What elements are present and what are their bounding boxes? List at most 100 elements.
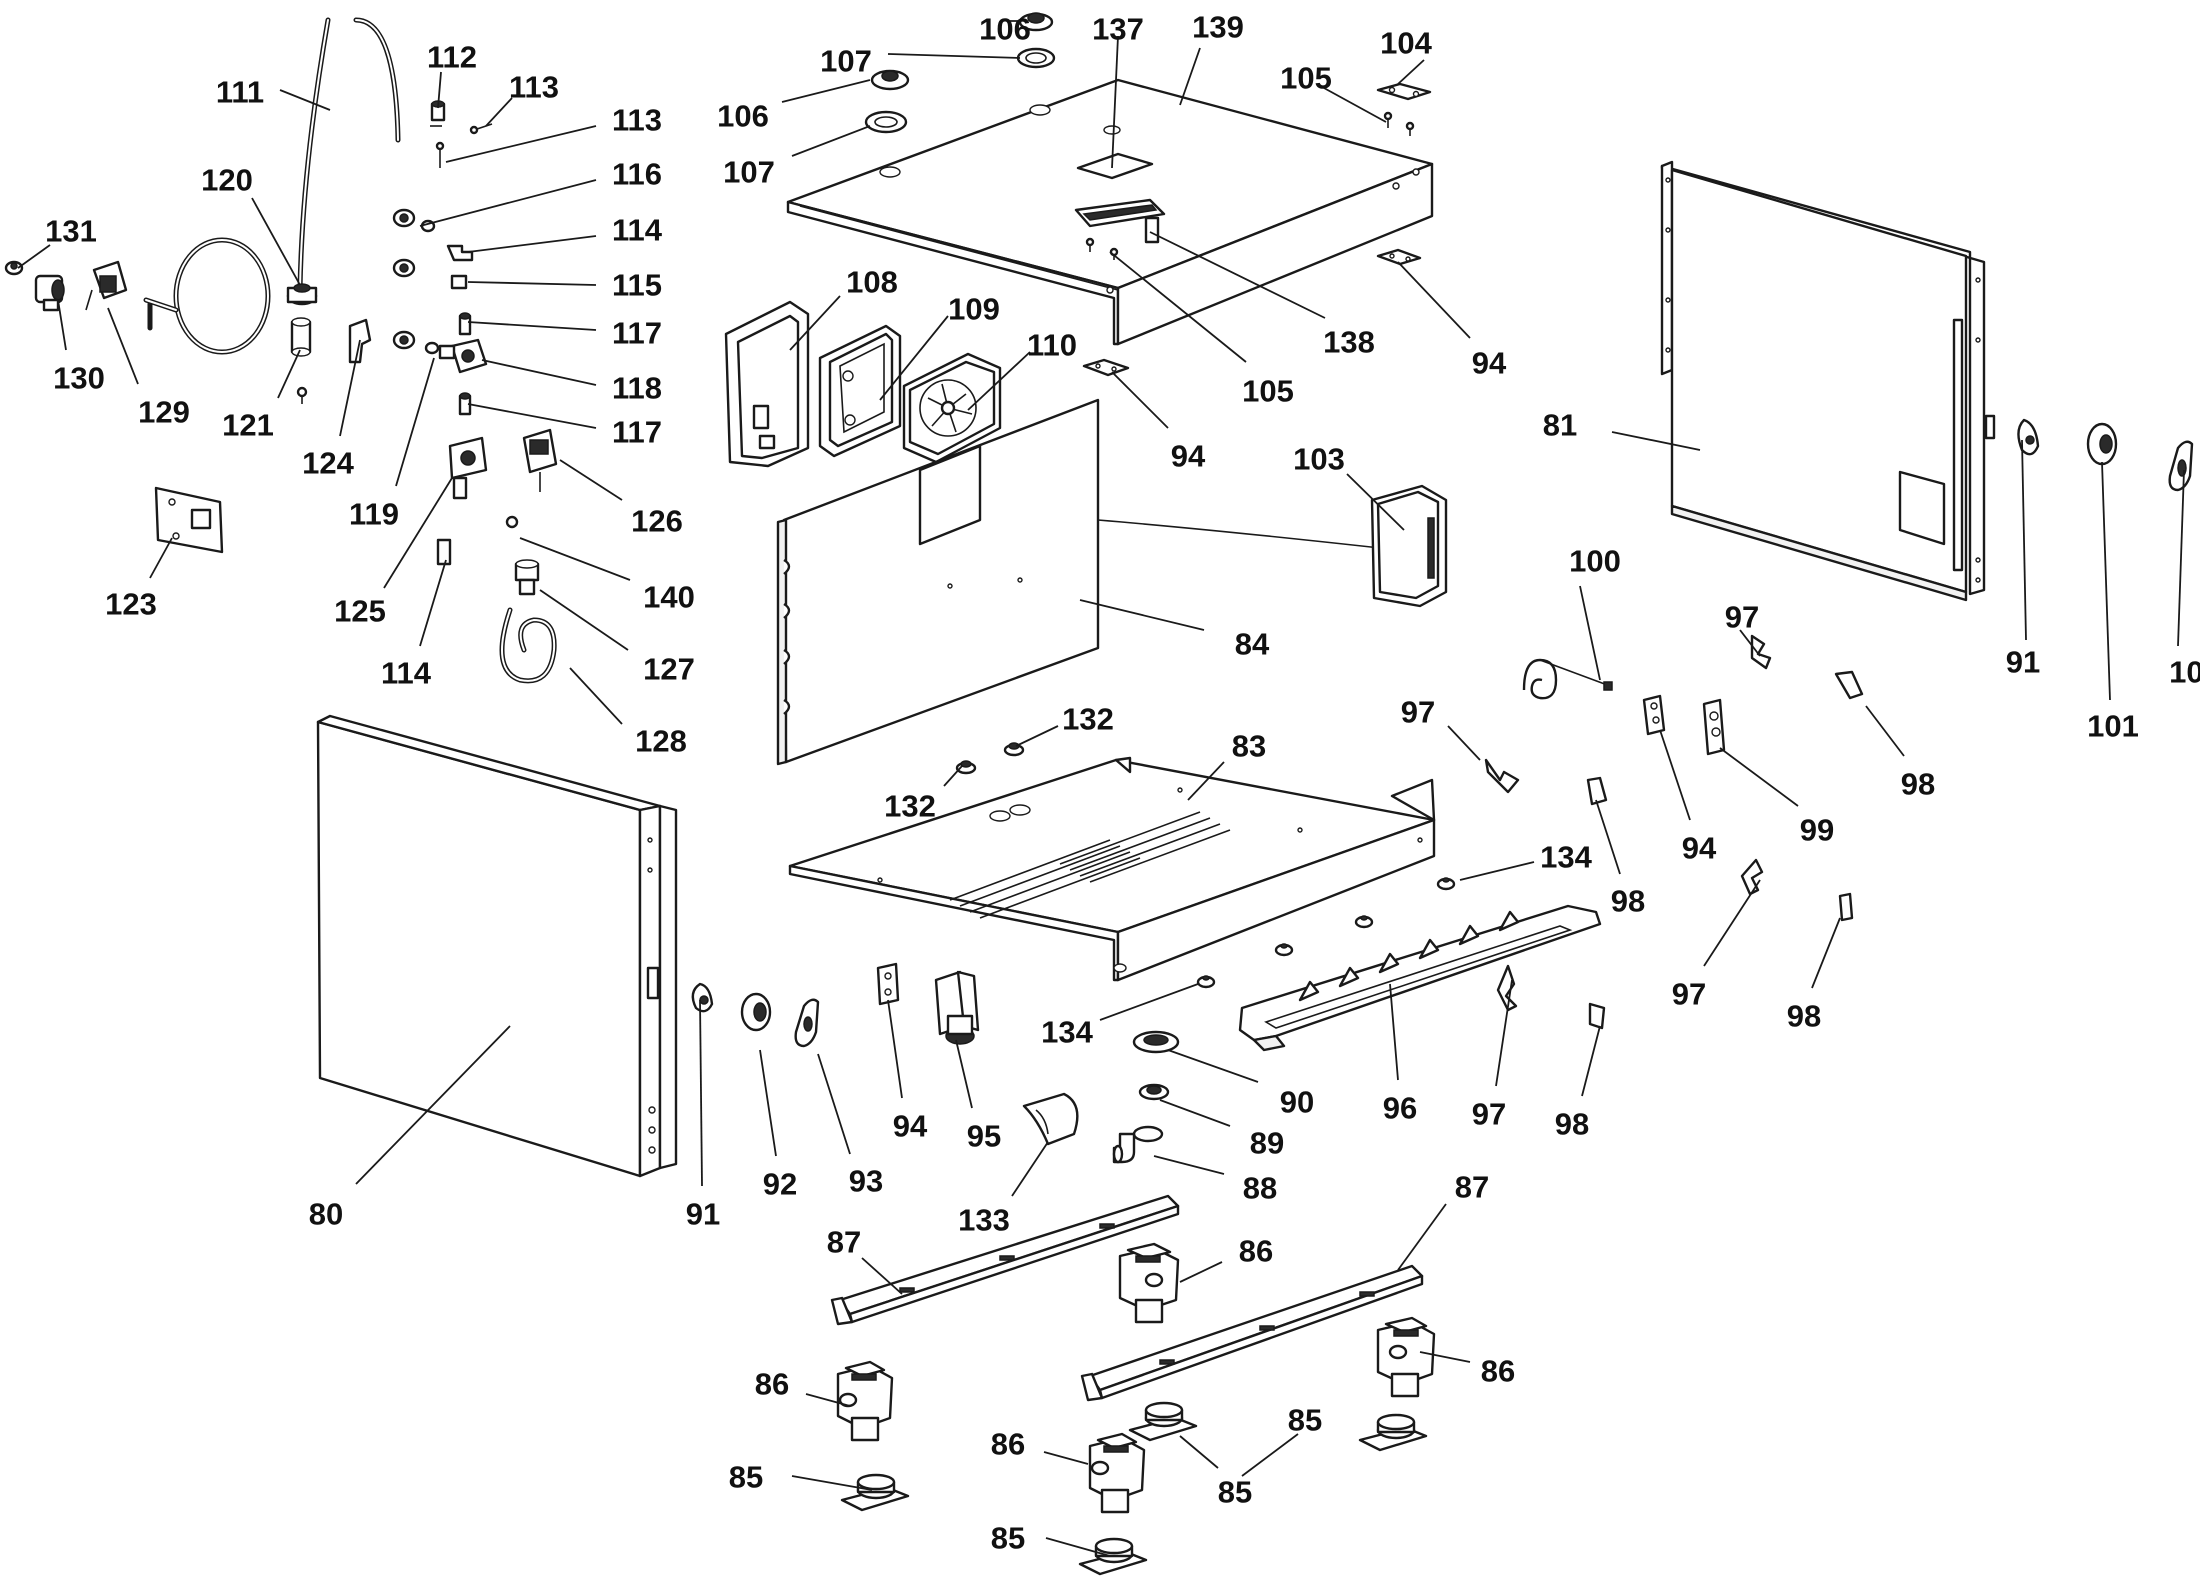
callout-138: 138 (1323, 325, 1375, 360)
callout-83: 83 (1232, 729, 1266, 764)
leader-line-94c (1659, 729, 1691, 821)
valve-118 (438, 338, 488, 374)
leg-86-c (1376, 1316, 1436, 1398)
leader-line-128 (569, 667, 623, 725)
leader-line-108 (789, 295, 841, 351)
leader-line-120 (251, 197, 301, 286)
elbow-114b (436, 538, 452, 566)
callout-99: 99 (1800, 813, 1834, 848)
leader-line-87a (861, 1257, 903, 1295)
leader-line-106b (781, 79, 871, 103)
shroud-108 (724, 300, 810, 468)
leader-line-98a (1865, 705, 1905, 757)
callout-86a: 86 (1239, 1234, 1273, 1269)
bracket-99 (1702, 698, 1726, 756)
leader-line-132a (1015, 725, 1059, 747)
plate-94-lower (876, 962, 900, 1006)
callout-85c: 85 (729, 1460, 763, 1495)
hinge-clip-91-right (2017, 418, 2040, 456)
callout-110: 110 (1027, 328, 1077, 363)
callout-134a: 134 (1540, 840, 1592, 875)
wire-103 (1097, 519, 1399, 551)
callout-94d: 94 (893, 1109, 928, 1144)
leader-line-109 (879, 315, 949, 401)
leader-line-87b (1397, 1203, 1447, 1271)
leader-line-103 (1346, 473, 1405, 531)
leader-line-86b (805, 1393, 851, 1407)
leader-line-114a (467, 235, 597, 253)
leader-line-97a (1739, 629, 1761, 657)
callout-123: 123 (105, 587, 157, 622)
gasket-102-right (2168, 440, 2194, 492)
drain-elbow-88 (1112, 1125, 1164, 1164)
callout-134b: 134 (1041, 1015, 1093, 1050)
rail-87-left (830, 1194, 1180, 1326)
callout-137: 137 (1092, 12, 1144, 47)
callout-86c: 86 (1481, 1354, 1515, 1389)
leader-line-105a (1323, 87, 1387, 123)
leader-line-94d (887, 999, 903, 1099)
leader-line-139 (1179, 47, 1201, 106)
callout-112: 112 (427, 40, 477, 75)
leader-line-131 (17, 244, 51, 269)
coiled-hose-120 (143, 237, 271, 355)
callout-100: 100 (1569, 544, 1621, 579)
leader-line-102 (2177, 469, 2185, 647)
leader-line-85d (1045, 1537, 1111, 1557)
callout-106a: 106 (979, 12, 1031, 47)
elbow-114a (446, 244, 474, 262)
leader-line-112 (437, 71, 442, 109)
leader-line-138 (1149, 231, 1326, 319)
leader-line-97c (1703, 879, 1761, 967)
leader-line-105b (1109, 251, 1247, 363)
valve-129 (85, 260, 128, 311)
callout-94c: 94 (1682, 831, 1717, 866)
callout-117b: 117 (612, 415, 662, 450)
callout-97a: 97 (1725, 600, 1759, 635)
leader-line-125 (383, 477, 453, 589)
leg-86-a (1118, 1242, 1180, 1324)
callout-120: 120 (201, 163, 253, 198)
callout-80: 80 (309, 1197, 343, 1232)
callout-116: 116 (612, 157, 662, 192)
knob-106-left (870, 69, 910, 91)
callout-128: 128 (635, 724, 687, 759)
leader-line-113b (445, 125, 597, 163)
leader-line-90 (1167, 1049, 1259, 1083)
leader-line-132b (943, 765, 963, 787)
leader-line-137 (1111, 35, 1119, 169)
coupler-121 (290, 317, 312, 404)
fitting-112 (430, 100, 446, 127)
spring-100 (1522, 658, 1613, 700)
callout-107a: 107 (820, 44, 872, 79)
clip-97-d (1496, 964, 1518, 1012)
valve-125 (448, 436, 488, 500)
valve-130 (34, 274, 65, 312)
screw-113a (469, 123, 493, 135)
leader-line-93 (817, 1053, 851, 1155)
callout-86b: 86 (755, 1367, 789, 1402)
callout-105b: 105 (1242, 374, 1294, 409)
leader-line-94b (1111, 371, 1169, 429)
callout-87a: 87 (827, 1225, 861, 1260)
leader-line-95 (955, 1039, 973, 1109)
grommet-132-a (1003, 742, 1025, 757)
leader-line-119 (395, 357, 435, 487)
callout-113b: 113 (612, 103, 662, 138)
leader-line-134b (1099, 983, 1199, 1021)
foot-85-c (840, 1473, 910, 1512)
nut-115 (392, 258, 468, 290)
rail-87-right (1080, 1264, 1424, 1402)
leader-line-117a (467, 321, 597, 331)
clip-134-row (1196, 877, 1456, 989)
leader-line-91a (2021, 439, 2027, 641)
callout-109: 109 (948, 292, 1000, 327)
leader-line-107a (887, 53, 1021, 59)
callout-85d: 85 (991, 1521, 1025, 1556)
bracket-138 (1074, 198, 1166, 244)
screw-113b (435, 141, 445, 168)
leader-line-121 (277, 349, 301, 399)
callout-105a: 105 (1280, 61, 1332, 96)
rail-96 (1238, 904, 1602, 1052)
